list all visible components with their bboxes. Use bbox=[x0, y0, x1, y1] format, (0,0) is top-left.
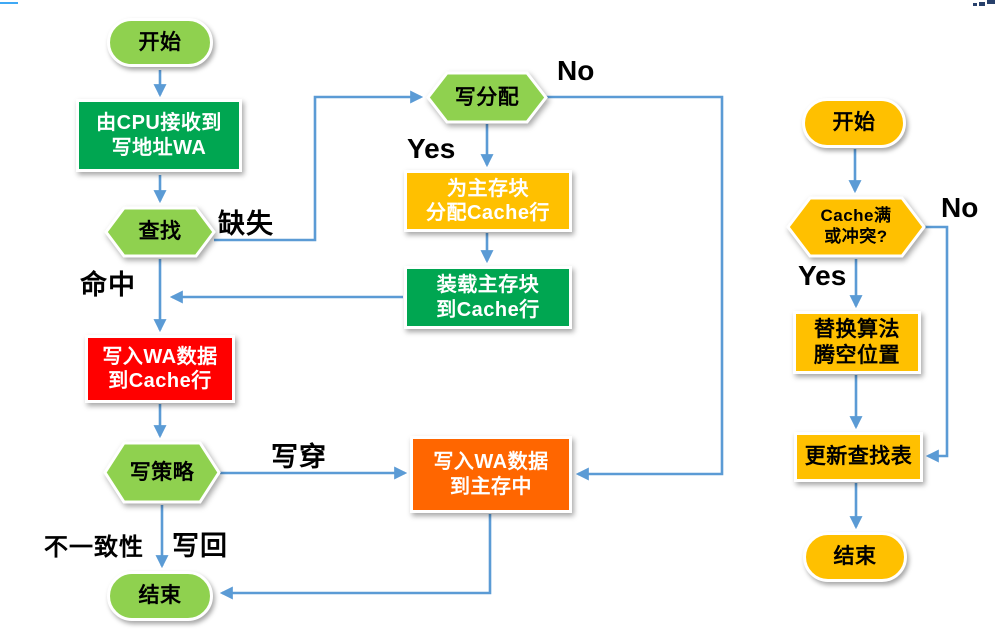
node-label: 写策略 bbox=[129, 460, 195, 484]
flow-left-load-block-process: 装载主存块 到Cache行 bbox=[404, 266, 572, 329]
top-right-cropped-logo bbox=[973, 0, 995, 7]
hexagon-shape bbox=[786, 196, 926, 258]
flow-left-write-mainmem-process: 写入WA数据 到主存中 bbox=[410, 436, 572, 513]
flow-left-end-terminal: 结束 bbox=[107, 571, 213, 621]
flow-left-lookup-decision: 查找 bbox=[104, 206, 216, 258]
edge-label-hit: 命中 bbox=[80, 270, 136, 300]
flow-left-alloc-cacheline-process: 为主存块 分配Cache行 bbox=[404, 170, 572, 232]
flow-right-end-terminal: 结束 bbox=[803, 532, 907, 582]
flow-left-start-terminal: 开始 bbox=[107, 18, 213, 67]
edge-label-yes: Yes bbox=[407, 133, 456, 164]
node-label: 为主存块 分配Cache行 bbox=[425, 177, 551, 224]
edge-lookup-miss-to-writeallocate bbox=[214, 90, 424, 242]
edge-condition-no-to-update bbox=[924, 225, 949, 463]
node-label: 写入WA数据 到主存中 bbox=[433, 451, 549, 498]
flow-right-update-table-process: 更新查找表 bbox=[794, 432, 923, 482]
node-label: 开始 bbox=[832, 111, 876, 135]
edge-writeallocate-no-to-writemem bbox=[546, 95, 724, 481]
node-label: 查找 bbox=[138, 220, 182, 244]
hexagon-shape bbox=[103, 441, 221, 504]
node-label: 装载主存块 到Cache行 bbox=[436, 274, 540, 321]
edge-label-right-no: No bbox=[941, 192, 979, 223]
edge-writemem-to-end bbox=[219, 514, 492, 600]
hexagon-shape bbox=[104, 206, 216, 258]
flow-left-write-policy-decision: 写策略 bbox=[103, 441, 221, 504]
top-left-line-decoration bbox=[0, 2, 18, 4]
node-label: Cache满 或冲突? bbox=[820, 206, 892, 246]
node-label: 更新查找表 bbox=[804, 445, 913, 469]
edge-label-inconsistency: 不一致性 bbox=[44, 534, 144, 561]
edge-label-right-yes: Yes bbox=[798, 260, 847, 291]
edge-label-no: No bbox=[557, 55, 595, 86]
edge-label-write-back: 写回 bbox=[172, 531, 228, 561]
hexagon-shape bbox=[426, 71, 548, 124]
node-label: 写分配 bbox=[454, 85, 520, 109]
node-label: 结束 bbox=[138, 584, 182, 608]
node-label: 写入WA数据 到Cache行 bbox=[102, 345, 218, 392]
edge-label-write-through: 写穿 bbox=[271, 442, 327, 472]
node-label: 结束 bbox=[833, 545, 877, 569]
node-label: 由CPU接收到 写地址WA bbox=[96, 112, 222, 159]
node-label: 替换算法 腾空位置 bbox=[814, 317, 900, 367]
node-label: 开始 bbox=[138, 30, 182, 54]
flow-right-start-terminal: 开始 bbox=[802, 98, 906, 148]
flow-left-receive-process: 由CPU接收到 写地址WA bbox=[76, 99, 242, 172]
flow-right-cache-full-decision: Cache满 或冲突? bbox=[786, 196, 926, 258]
flow-right-replace-process: 替换算法 腾空位置 bbox=[793, 311, 921, 374]
flow-left-write-allocate-decision: 写分配 bbox=[426, 71, 548, 124]
flow-left-write-cache-process: 写入WA数据 到Cache行 bbox=[85, 335, 235, 403]
edge-label-miss: 缺失 bbox=[218, 209, 274, 239]
